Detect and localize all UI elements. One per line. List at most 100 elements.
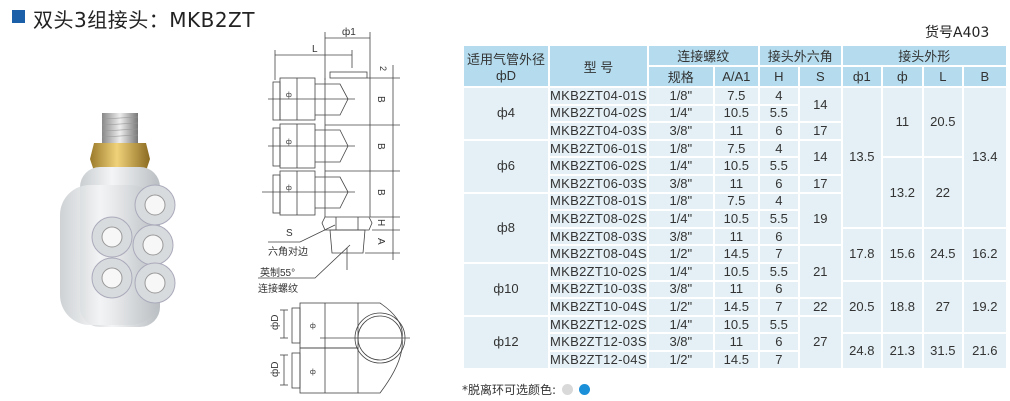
dim-phid-1: фD [269, 315, 281, 330]
thread-a-cell: 11 [712, 279, 760, 300]
dim-s: S [286, 228, 293, 239]
thread-a-cell: 11 [712, 226, 760, 247]
model-cell: MKB2ZT04-03S [548, 121, 649, 141]
dim-l: L [312, 44, 318, 55]
dim-b-3: B [375, 189, 386, 196]
shape-phi1-cell: 13.5 [840, 86, 883, 229]
header-model: 型 号 [548, 44, 649, 88]
tube-od-cell: ф10 [462, 261, 550, 317]
hex-s-cell: 19 [797, 191, 843, 247]
shape-phi1-cell: 24.8 [840, 332, 883, 370]
hex-h-cell: 6 [757, 121, 800, 141]
ring-color-note: *脱离环可选颜色: [462, 381, 591, 398]
page-title: 双头3组接头：MKB2ZT [33, 8, 255, 32]
thread-spec-cell: 1/4" [646, 314, 715, 335]
bottom-phi-1: ф [310, 323, 316, 330]
model-cell: MKB2ZT06-03S [548, 173, 649, 194]
hex-h-cell: 6 [757, 332, 800, 352]
hex-h-cell: 5.5 [757, 209, 800, 229]
model-cell: MKB2ZT04-02S [548, 103, 649, 124]
header-tube-od-symbol: фD [495, 68, 517, 83]
header-hex-s: S [797, 65, 843, 88]
hex-h-cell: 7 [757, 244, 800, 264]
model-cell: MKB2ZT06-02S [548, 156, 649, 176]
header-shape: 接头外形 [840, 44, 1008, 67]
model-cell: MKB2ZT06-01S [548, 138, 649, 159]
thread-spec-cell: 3/8" [646, 332, 715, 352]
thread-spec-cell: 1/2" [646, 297, 715, 317]
shape-b-cell: 16.2 [961, 226, 1008, 282]
header-thread: 连接螺纹 [646, 44, 760, 67]
header-tube-od-label: 适用气管外径 [466, 52, 545, 67]
thread-a-cell: 14.5 [712, 297, 760, 317]
hex-s-cell: 17 [797, 121, 843, 141]
dim-2: 2 [378, 66, 388, 71]
header-shape-phi1: ф1 [840, 65, 883, 88]
thread-label-2: 连接螺纹 [258, 282, 298, 295]
model-cell: MKB2ZT12-03S [548, 332, 649, 352]
thread-a-cell: 11 [712, 332, 760, 352]
thread-label-1: 英制55° [260, 266, 295, 279]
thread-a-cell: 14.5 [712, 244, 760, 264]
hex-h-cell: 4 [757, 191, 800, 212]
thread-spec-cell: 1/4" [646, 209, 715, 229]
thread-spec-cell: 1/4" [646, 261, 715, 282]
thread-spec-cell: 1/8" [646, 191, 715, 212]
dim-phid-2: фD [269, 362, 281, 377]
hex-h-cell: 5.5 [757, 156, 800, 176]
hex-label: 六角对边 [268, 245, 308, 258]
hex-h-cell: 4 [757, 138, 800, 159]
shape-phi-cell: 13.2 [880, 156, 924, 229]
thread-a-cell: 10.5 [712, 209, 760, 229]
model-cell: MKB2ZT10-02S [548, 261, 649, 282]
header-thread-spec: 规格 [646, 65, 715, 88]
thread-spec-cell: 3/8" [646, 279, 715, 300]
thread-spec-cell: 1/2" [646, 349, 715, 370]
model-cell: MKB2ZT08-03S [548, 226, 649, 247]
shape-phi-cell: 15.6 [880, 226, 924, 282]
ring-color-label: *脱离环可选颜色: [462, 383, 557, 397]
header-shape-phi: ф [880, 65, 924, 88]
color-swatch-blue [579, 384, 591, 395]
model-cell: MKB2ZT04-01S [548, 86, 649, 106]
hex-s-cell: 17 [797, 173, 843, 194]
thread-spec-cell: 1/2" [646, 244, 715, 264]
thread-spec-cell: 3/8" [646, 226, 715, 247]
header-thread-a: A/A1 [712, 65, 760, 88]
item-code: 货号A403 [925, 25, 990, 41]
dim-b-1: B [375, 96, 386, 103]
header-shape-b: B [961, 65, 1008, 88]
shape-phi-cell: 11 [880, 85, 924, 159]
hex-s-cell: 27 [797, 314, 843, 370]
header-hex: 接头外六角 [757, 44, 843, 67]
tube-od-cell: ф6 [462, 138, 550, 194]
hex-h-cell: 7 [757, 297, 800, 317]
hex-h-cell: 6 [757, 173, 800, 194]
tube-od-cell: ф8 [462, 191, 550, 264]
shape-phi-cell: 18.8 [880, 279, 924, 335]
thread-spec-cell: 3/8" [646, 121, 715, 141]
hex-h-cell: 4 [757, 86, 800, 106]
hex-h-cell: 5.5 [757, 314, 800, 335]
shape-b-cell: 19.2 [961, 279, 1008, 335]
thread-a-cell: 11 [712, 121, 760, 141]
thread-spec-cell: 1/8" [646, 138, 715, 159]
shape-phi-cell: 21.3 [880, 332, 924, 370]
technical-drawing: ф1 L 2 B B B H A ф ф ф S 六角对边 英制55° 连接螺纹… [258, 26, 410, 394]
model-cell: MKB2ZT12-04S [548, 349, 649, 370]
thread-a-cell: 10.5 [712, 156, 760, 176]
hex-h-cell: 7 [757, 349, 800, 370]
shape-phi1-cell: 17.8 [840, 226, 883, 282]
thread-a-cell: 7.5 [712, 86, 760, 106]
port-ends [91, 184, 176, 304]
shape-l-cell: 31.5 [921, 332, 964, 370]
